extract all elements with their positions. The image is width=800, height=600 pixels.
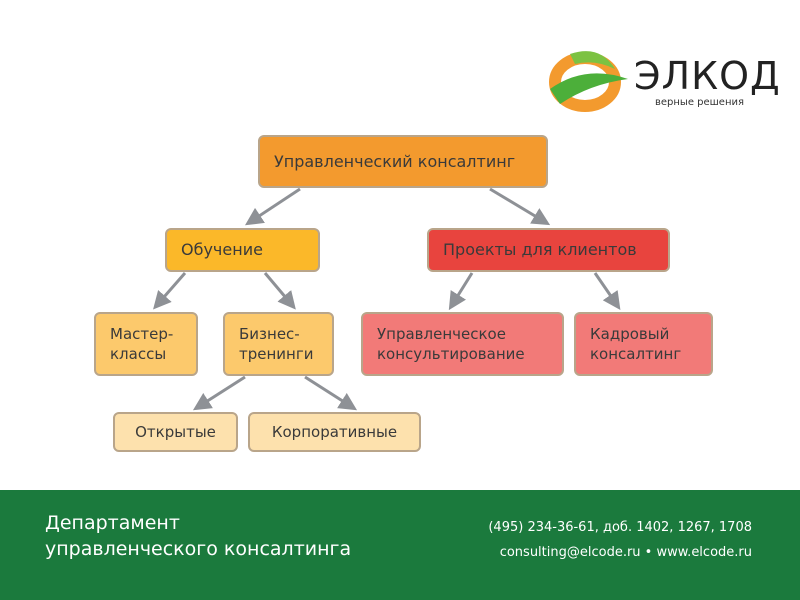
elcode-logo: ЭЛКОД верные решения	[540, 44, 780, 119]
department-title-line: Департамент	[45, 512, 180, 534]
node-label: Кадровый	[590, 324, 670, 343]
arrow	[593, 272, 621, 310]
node-open: Открытые	[113, 412, 238, 452]
node-label: Бизнес-	[239, 324, 300, 343]
node-label: Управленческий консалтинг	[274, 151, 516, 171]
node-label: консалтинг	[590, 345, 682, 363]
arrow	[263, 272, 296, 310]
node-corporate: Корпоративные	[248, 412, 421, 452]
node-label: Управленческое	[377, 324, 506, 343]
arrow	[489, 187, 551, 226]
arrow	[448, 272, 474, 311]
department-title-line: управленческого консалтинга	[45, 538, 352, 560]
node-management-consulting: Управленческий консалтинг	[258, 135, 548, 188]
node-label: Проекты для клиентов	[443, 240, 637, 260]
node-label: Корпоративные	[271, 422, 398, 441]
node-label: Мастер-	[110, 324, 174, 343]
node-hr-consulting: Кадровый консалтинг	[574, 312, 713, 376]
email-website: consulting@elcode.ru • www.elcode.ru	[499, 545, 752, 560]
arrow	[304, 375, 358, 411]
node-business-trainings: Бизнес-тренинги	[223, 312, 334, 376]
arrow	[244, 187, 301, 226]
phone-numbers: (495) 234-36-61, доб. 1402, 1267, 1708	[488, 520, 752, 535]
node-training: Обучение	[165, 228, 320, 272]
logo-tagline: верные решения	[655, 97, 745, 108]
node-label: Открытые	[135, 422, 216, 441]
contact-info: (495) 234-36-61, доб. 1402, 1267, 1708 c…	[488, 515, 752, 565]
logo-swirl-icon	[549, 51, 628, 112]
connector-arrows	[153, 187, 621, 411]
footer: Департамент управленческого консалтинга …	[0, 490, 800, 600]
node-label: тренинги	[239, 345, 314, 363]
node-master-classes: Мастер-классы	[94, 312, 198, 376]
node-label: консультирование	[377, 345, 525, 363]
node-client-projects: Проекты для клиентов	[427, 228, 670, 272]
department-title: Департамент управленческого консалтинга	[45, 510, 351, 562]
arrow	[153, 272, 187, 310]
logo-name: ЭЛКОД	[634, 54, 781, 98]
arrow	[192, 375, 246, 411]
node-label: классы	[110, 345, 167, 363]
node-management-advisory: Управленческое консультирование	[361, 312, 564, 376]
node-label: Обучение	[181, 240, 263, 260]
